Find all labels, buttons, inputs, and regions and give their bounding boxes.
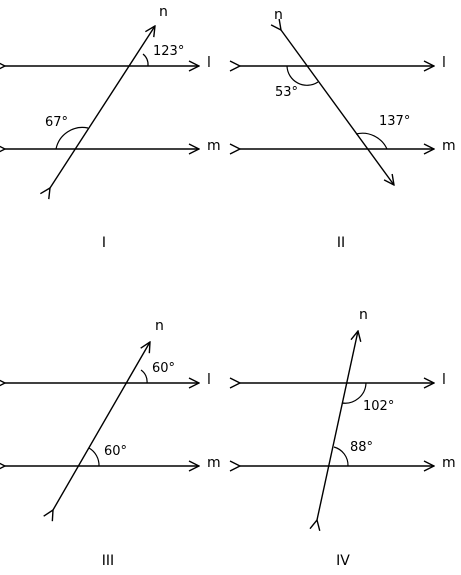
panel-caption: IV — [336, 553, 350, 569]
label-n: n — [359, 307, 368, 323]
label-l: l — [207, 55, 211, 71]
angle-arc-lower — [88, 447, 100, 467]
angle-label-upper: 123° — [153, 44, 184, 59]
transversal-n — [317, 331, 358, 520]
angle-label-lower: 67° — [45, 115, 68, 130]
transversal-n — [53, 342, 150, 510]
label-n: n — [159, 4, 168, 20]
angle-label-upper: 60° — [152, 361, 175, 376]
angle-label-lower: 60° — [104, 444, 127, 459]
panel-caption: I — [102, 235, 106, 251]
panel-4: n l m 102° 88° IV — [240, 307, 456, 569]
angle-arc-upper — [142, 53, 149, 67]
angle-arc-lower — [333, 446, 349, 467]
label-l: l — [442, 55, 446, 71]
angle-label-upper: 102° — [363, 399, 394, 414]
label-l: l — [442, 372, 446, 388]
label-m: m — [442, 455, 456, 471]
label-m: m — [207, 455, 221, 471]
transversal-n — [281, 30, 394, 185]
label-l: l — [207, 372, 211, 388]
angle-arc-lower — [355, 132, 388, 150]
angle-arc-upper — [286, 65, 319, 86]
panel-3: n l m 60° 60° III — [5, 318, 221, 569]
panel-caption: II — [337, 235, 345, 251]
panel-caption: III — [102, 553, 114, 569]
label-m: m — [207, 138, 221, 154]
angle-label-lower: 88° — [350, 440, 373, 455]
angle-label-lower: 137° — [379, 114, 410, 129]
angle-label-upper: 53° — [275, 85, 298, 100]
label-m: m — [442, 138, 456, 154]
angle-arc-lower — [55, 126, 89, 150]
label-n: n — [155, 318, 164, 334]
panel-2: n l m 53° 137° II — [240, 7, 456, 251]
angle-arc-upper — [341, 382, 367, 404]
transversal-n — [50, 26, 155, 188]
label-n: n — [274, 7, 283, 23]
panel-1: n l m 123° 67° I — [5, 4, 221, 251]
angle-arc-upper — [140, 369, 148, 384]
